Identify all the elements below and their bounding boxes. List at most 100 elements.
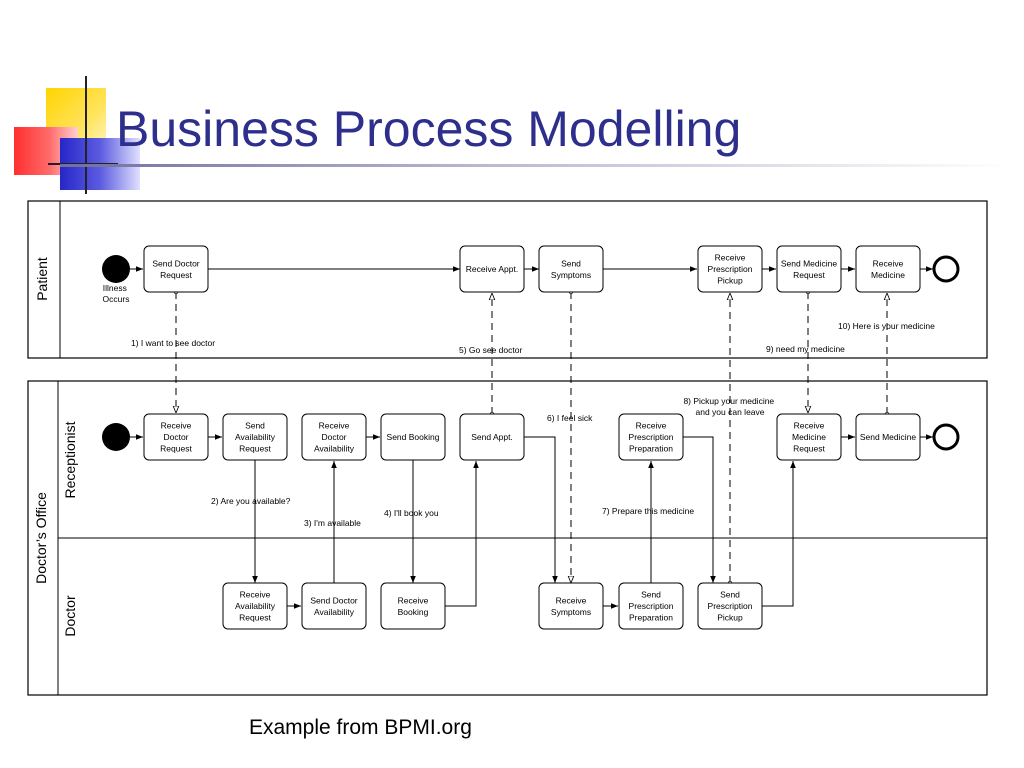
task-label-r7-line2: Medicine: [792, 432, 826, 442]
message-label-8-line1: 8) Pickup your medicine: [683, 396, 774, 406]
task-box-r7: [776, 413, 842, 461]
message-label-9: 9) need my medicine: [766, 344, 845, 354]
start-event-patient: [102, 255, 130, 283]
task-label-r4-line1: Send Booking: [387, 432, 440, 442]
task-label-r3-line3: Availability: [314, 444, 355, 454]
flow-d3-r5: [445, 461, 479, 607]
task-label-d5-line1: Send: [641, 590, 661, 600]
sequence-flows: [130, 266, 933, 609]
task-label-r5-line1: Send Appt.: [471, 432, 513, 442]
task-box-p5: [776, 245, 842, 293]
task-label-d1-line3: Request: [239, 613, 271, 623]
task-label-d2-line2: Availability: [314, 607, 355, 617]
task-box-r3: [301, 413, 367, 461]
task-label-r7-line1: Receive: [794, 421, 825, 431]
task-label-d4-line1: Receive: [556, 595, 587, 605]
svg-text:8) Pickup your medicine: 8) Pickup your medicine and you can leav…: [683, 396, 776, 417]
task-label-r2-line1: Send: [245, 421, 265, 431]
flow-r6-d6: [683, 436, 716, 583]
task-label-p6-line1: Receive: [873, 258, 904, 268]
task-r8: Send Medicine: [855, 413, 921, 461]
task-label-r6-line3: Preparation: [629, 444, 673, 454]
task-label-r3-line2: Doctor: [321, 432, 346, 442]
task-box-r8: [855, 413, 921, 461]
start-event-label-line1: Illness: [103, 283, 127, 293]
task-label-r3-line1: Receive: [319, 421, 350, 431]
message-flows: [176, 292, 887, 583]
task-box-p4: [697, 245, 763, 293]
task-label-d1-line2: Availability: [235, 601, 276, 611]
pool-label-doctors-office: Doctor’s Office: [33, 492, 49, 584]
task-label-d6-line2: Prescription: [708, 601, 753, 611]
task-box-p6: [855, 245, 921, 293]
message-label-5: 5) Go see doctor: [459, 345, 522, 355]
task-box-d5: [618, 582, 684, 630]
task-box-d1: [222, 582, 288, 630]
task-label-r1-line1: Receive: [161, 421, 192, 431]
task-label-r7-line3: Request: [793, 444, 825, 454]
task-r5: Send Appt.: [459, 413, 525, 461]
message-label-8-line2: and you can leave: [696, 407, 765, 417]
task-label-p1-line1: Send Doctor: [152, 258, 199, 268]
message-label-4: 4) I'll book you: [384, 508, 439, 518]
task-box-d2: [301, 582, 367, 630]
svg-text:Illness Occurs: Illness Occurs: [103, 283, 130, 304]
task-label-d1-line1: Receive: [240, 590, 271, 600]
task-box-r5: [459, 413, 525, 461]
task-label-p4-line3: Pickup: [717, 276, 743, 286]
deco-vertical-line: [85, 76, 87, 194]
task-label-p5-line1: Send Medicine: [781, 258, 838, 268]
task-label-p3-line2: Symptoms: [551, 270, 591, 280]
task-label-r6-line2: Prescription: [629, 432, 674, 442]
message-label-1: 1) I want to see doctor: [131, 338, 215, 348]
task-label-d3-line1: Receive: [398, 595, 429, 605]
task-label-r2-line3: Request: [239, 444, 271, 454]
task-label-d2-line1: Send Doctor: [310, 595, 357, 605]
task-label-r1-line2: Doctor: [163, 432, 188, 442]
task-label-r2-line2: Availability: [235, 432, 276, 442]
task-label-d6-line3: Pickup: [717, 613, 743, 623]
task-box-p2: [459, 245, 525, 293]
task-label-p2-line1: Receive Appt.: [466, 264, 518, 274]
end-event-patient: [932, 255, 960, 283]
task-box-p3: [538, 245, 604, 293]
task-label-r8-line1: Send Medicine: [860, 432, 917, 442]
task-box-r6: [618, 413, 684, 461]
task-box-r2: [222, 413, 288, 461]
task-label-p4-line1: Receive: [715, 253, 746, 263]
flow-d6-r7: [762, 461, 796, 607]
pool-label-patient: Patient: [34, 257, 50, 301]
task-label-r6-line1: Receive: [636, 421, 667, 431]
flow-r5-d4: [524, 436, 558, 583]
task-p2: Receive Appt.: [459, 245, 525, 293]
task-label-p6-line2: Medicine: [871, 270, 905, 280]
task-label-p5-line2: Request: [793, 270, 825, 280]
end-event-receptionist: [932, 423, 960, 451]
task-label-d3-line2: Booking: [398, 607, 429, 617]
task-r4: Send Booking: [380, 413, 446, 461]
start-event-receptionist: [102, 423, 130, 451]
task-label-p4-line2: Prescription: [708, 264, 753, 274]
message-label-6: 6) I feel sick: [547, 413, 593, 423]
task-label-d5-line2: Prescription: [629, 601, 674, 611]
task-label-p1-line2: Request: [160, 270, 192, 280]
lane-label-receptionist: Receptionist: [62, 421, 78, 498]
message-label-7: 7) Prepare this medicine: [602, 506, 694, 516]
start-event-label-line2: Occurs: [103, 294, 130, 304]
task-box-r4: [380, 413, 446, 461]
